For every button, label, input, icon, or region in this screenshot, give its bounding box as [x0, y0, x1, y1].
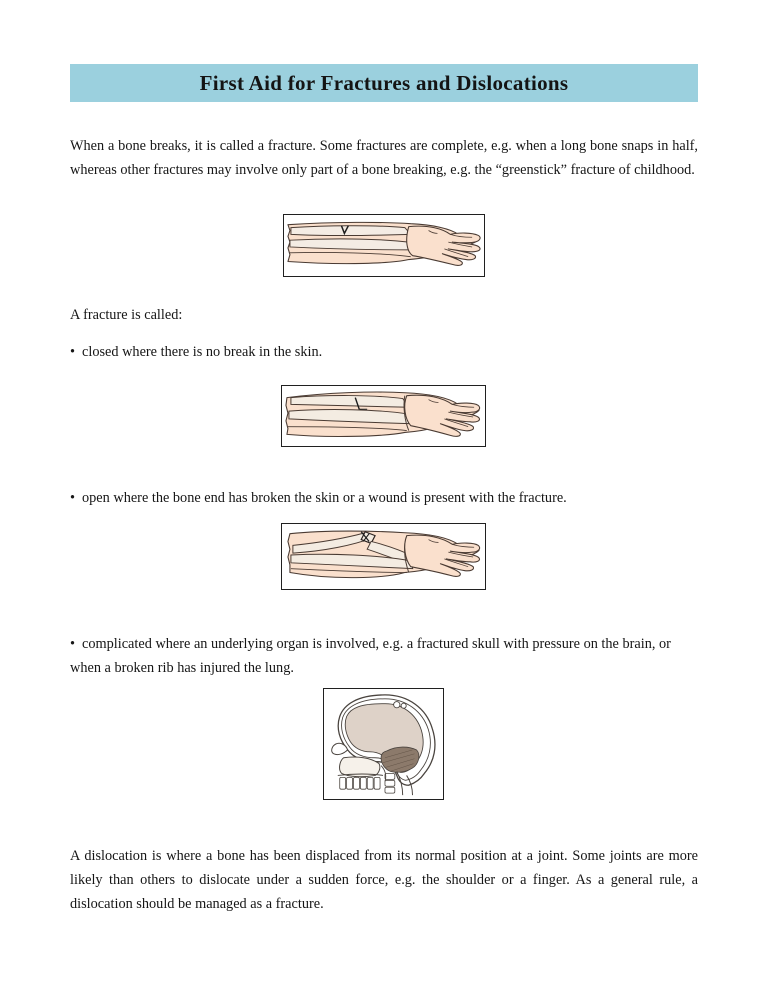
lead-in-text: A fracture is called:	[70, 307, 183, 323]
bullet-open-fracture: • open where the bone end has broken the …	[70, 486, 698, 510]
intro-paragraph: When a bone breaks, it is called a fract…	[70, 138, 698, 178]
bullet-text: complicated where an underlying organ is…	[70, 636, 671, 676]
bullet-marker: •	[70, 490, 76, 506]
open-fracture-illustration	[287, 530, 481, 579]
figure-closed-fracture-forearm	[281, 385, 486, 447]
bullet-complicated-fracture: •complicated where an underlying organ i…	[70, 632, 698, 680]
page-title: First Aid for Fractures and Dislocations	[199, 70, 569, 95]
figure-fractured-skull-cross-section	[323, 688, 444, 800]
closed-fracture-illustration	[285, 391, 481, 438]
bullet-marker: •	[70, 344, 76, 360]
figure-greenstick-fracture-forearm	[283, 214, 485, 277]
bullet-marker: •	[70, 636, 76, 652]
bullet-closed-fracture: • closed where there is no break in the s…	[70, 340, 698, 364]
figure-open-fracture-forearm	[281, 523, 486, 590]
greenstick-fracture-illustration	[287, 221, 481, 266]
bullet-text: closed where there is no break in the sk…	[82, 344, 323, 360]
skull-cross-section-illustration	[331, 694, 436, 796]
bullet-text: open where the bone end has broken the s…	[82, 490, 567, 506]
closing-paragraph: A dislocation is where a bone has been d…	[70, 848, 698, 912]
page-title-bar: First Aid for Fractures and Dislocations	[70, 64, 698, 102]
